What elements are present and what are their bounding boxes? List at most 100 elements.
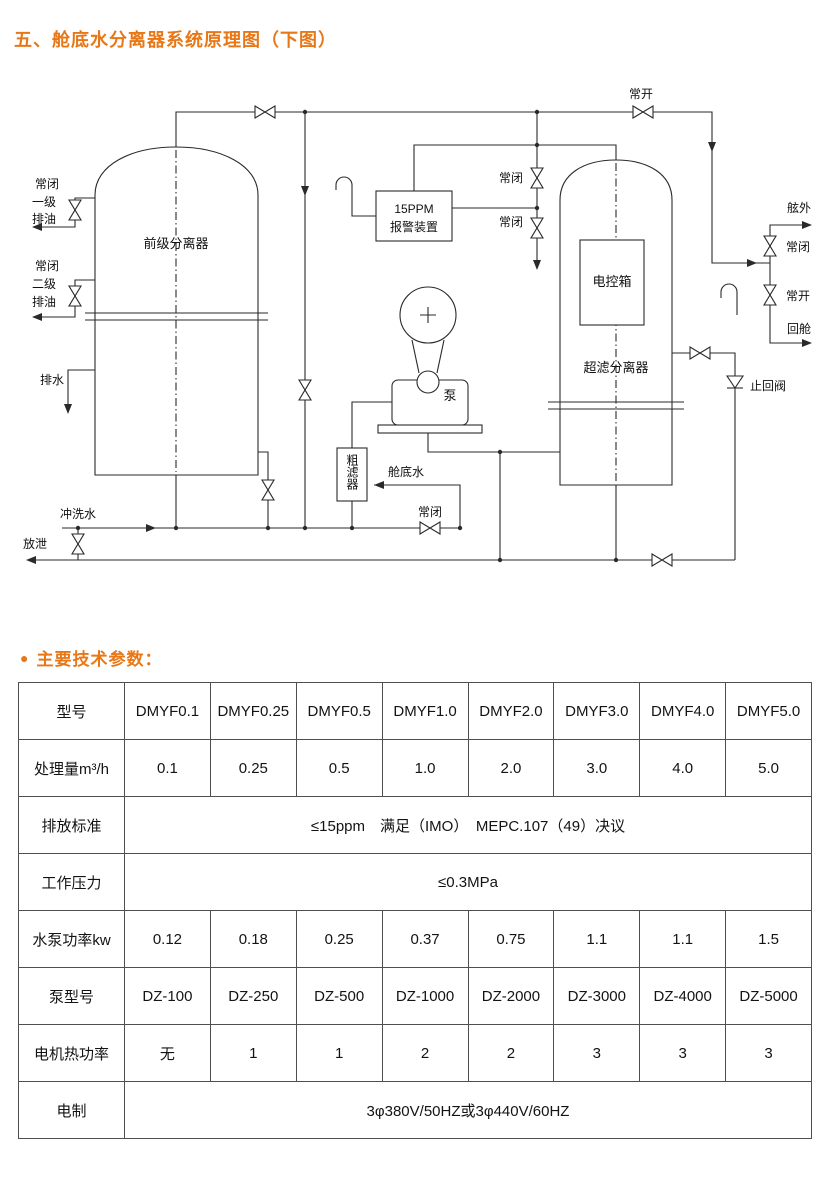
label-release: 放泄 xyxy=(23,536,47,551)
table-cell: 0.75 xyxy=(467,910,555,968)
table-cell: DMYF5.0 xyxy=(725,682,812,740)
alarm-link-pipe xyxy=(413,144,617,191)
table-cell: 1 xyxy=(209,1024,297,1082)
row-label: 处理量m³/h xyxy=(18,739,125,797)
vent-hook-left-icon xyxy=(335,176,376,217)
pump-shaft-icon xyxy=(416,370,440,394)
table-cell: 5.0 xyxy=(725,739,812,797)
flow-arrow-icon xyxy=(708,142,716,152)
label-normally-closed: 常闭 xyxy=(35,177,59,191)
table-cell: 0.5 xyxy=(295,739,383,797)
table-cell: 1.0 xyxy=(381,739,469,797)
row-label: 型号 xyxy=(18,682,125,740)
label-oil2-line1: 二级 xyxy=(32,277,56,291)
table-cell: 3.0 xyxy=(553,739,641,797)
table-cell: 1.1 xyxy=(639,910,727,968)
table-cell: DMYF3.0 xyxy=(553,682,641,740)
flow-arrow-icon xyxy=(374,481,384,489)
table-cell: 0.25 xyxy=(209,739,297,797)
flow-arrows xyxy=(26,142,812,564)
table-cell: DZ-3000 xyxy=(553,967,641,1025)
tank2-label: 超滤分离器 xyxy=(583,360,648,375)
label-flush-water: 冲洗水 xyxy=(60,506,96,521)
pipe-junction-dot xyxy=(302,109,308,115)
table-cell: DMYF0.25 xyxy=(209,682,297,740)
pump-label: 泵 xyxy=(443,388,456,403)
pipe-junction-dot xyxy=(173,525,179,531)
row-label: 水泵功率kw xyxy=(18,910,125,968)
pipe-junction-dot xyxy=(497,449,503,455)
label-oil1-line1: 一级 xyxy=(32,195,56,209)
alarm-label-line2: 报警装置 xyxy=(390,219,438,234)
label-normally-closed: 常闭 xyxy=(499,171,523,185)
table-cell: 1.5 xyxy=(725,910,812,968)
valve-icon xyxy=(71,533,85,555)
pipe-junction-dot xyxy=(497,557,503,563)
table-cell: DZ-250 xyxy=(209,967,297,1025)
table-cell: DMYF1.0 xyxy=(381,682,469,740)
pipe-junction-dot xyxy=(613,557,619,563)
table-cell-span: 3φ380V/50HZ或3φ440V/60HZ xyxy=(124,1081,812,1139)
valve-icon xyxy=(689,346,711,360)
table-row: 工作压力 ≤0.3MPa xyxy=(18,853,812,911)
filter-label: 粗滤器 xyxy=(345,454,359,491)
table-row: 排放标准 ≤15ppm 满足（IMO） MEPC.107（49）决议 xyxy=(18,796,812,854)
check-valve-icon xyxy=(725,375,745,389)
label-check-valve: 止回阀 xyxy=(750,379,786,393)
tank2-shell xyxy=(559,159,673,486)
flow-arrow-icon xyxy=(802,339,812,347)
pipe-junction-dot xyxy=(349,525,355,531)
ultra-separator-tank: 电控箱 超滤分离器 xyxy=(548,159,684,486)
pump-suction-pipe xyxy=(351,401,392,448)
valve-icon xyxy=(651,553,673,567)
valve-icon xyxy=(261,479,275,501)
pre-separator-tank: 前级分离器 xyxy=(85,146,268,476)
label-oil1-line2: 排油 xyxy=(32,212,56,226)
table-cell: 1.1 xyxy=(553,910,641,968)
table-cell: 1 xyxy=(295,1024,383,1082)
label-normally-closed: 常闭 xyxy=(35,259,59,273)
table-row: 型号 DMYF0.1 DMYF0.25 DMYF0.5 DMYF1.0 DMYF… xyxy=(18,682,812,740)
pipe-junction-dot xyxy=(534,109,540,115)
section-header: ● 主要技术参数： xyxy=(20,645,162,670)
label-normally-closed: 常闭 xyxy=(786,240,810,254)
table-cell: 3 xyxy=(553,1024,641,1082)
alarm-box xyxy=(375,190,453,242)
table-cell: 3 xyxy=(725,1024,812,1082)
table-cell: DZ-1000 xyxy=(381,967,469,1025)
top-pipe xyxy=(175,111,770,264)
table-row: 水泵功率kw 0.12 0.18 0.25 0.37 0.75 1.1 1.1 … xyxy=(18,910,812,968)
tank1-side-drop-pipe xyxy=(258,451,269,528)
pipe-junction-dot xyxy=(534,205,540,211)
table-cell: DMYF4.0 xyxy=(639,682,727,740)
coarse-filter: 粗滤器 xyxy=(336,447,368,502)
discharge-manifold xyxy=(769,224,804,344)
flow-arrow-icon xyxy=(146,524,156,532)
valve-icon xyxy=(254,105,276,119)
table-cell: 2.0 xyxy=(467,739,555,797)
alarm-label-line1: 15PPM xyxy=(394,202,433,216)
flow-arrow-icon xyxy=(26,556,36,564)
table-cell: 2 xyxy=(467,1024,555,1082)
tank1-label: 前级分离器 xyxy=(143,236,208,251)
table-row: 电制 3φ380V/50HZ或3φ440V/60HZ xyxy=(18,1081,812,1139)
row-label: 泵型号 xyxy=(18,967,125,1025)
flow-arrow-icon xyxy=(802,221,812,229)
flow-arrow-icon xyxy=(32,223,42,231)
label-outboard: 舷外 xyxy=(787,200,811,215)
table-cell: 4.0 xyxy=(639,739,727,797)
valves xyxy=(68,105,777,567)
system-diagram: 前级分离器 电控箱 超滤分离器 15PPM 报警装置 泵 粗滤器 xyxy=(23,87,812,567)
table-cell: 0.12 xyxy=(124,910,211,968)
row-label: 工作压力 xyxy=(18,853,125,911)
valve-icon xyxy=(68,199,82,221)
table-cell: 2 xyxy=(381,1024,469,1082)
valve-icon xyxy=(530,167,544,189)
table-row: 泵型号 DZ-100 DZ-250 DZ-500 DZ-1000 DZ-2000… xyxy=(18,967,812,1025)
pump-belt xyxy=(411,339,445,374)
flow-arrow-icon xyxy=(64,404,72,414)
table-cell: 0.25 xyxy=(295,910,383,968)
pump-discharge-pipe xyxy=(427,433,560,453)
spec-table: 型号 DMYF0.1 DMYF0.25 DMYF0.5 DMYF1.0 DMYF… xyxy=(18,682,812,1139)
table-row: 电机热功率 无 1 1 2 2 3 3 3 xyxy=(18,1024,812,1082)
